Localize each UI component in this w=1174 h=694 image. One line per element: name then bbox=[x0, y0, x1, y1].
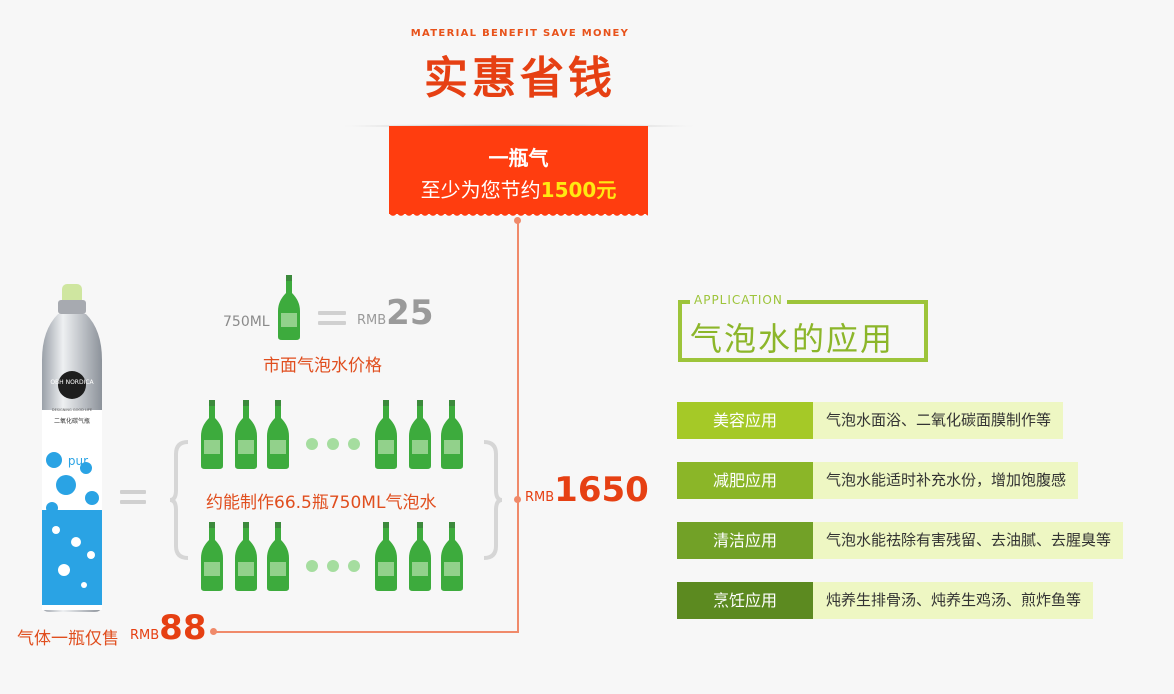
market-price: RMB25 bbox=[357, 293, 434, 333]
connector-horizontal bbox=[213, 631, 519, 633]
banner-scalloped-edge bbox=[389, 212, 648, 220]
gas-currency: RMB bbox=[130, 628, 160, 643]
section-subtitle: MATERIAL BENEFIT SAVE MONEY bbox=[410, 28, 630, 39]
connector-vertical bbox=[517, 220, 519, 632]
total-value: RMB1650 bbox=[525, 470, 649, 510]
application-desc: 炖养生排骨汤、炖养生鸡汤、煎炸鱼等 bbox=[813, 582, 1094, 619]
cylinder-tagline: DESIGNING GOOD LIFE bbox=[52, 408, 92, 412]
equals-sign bbox=[318, 311, 346, 331]
bottle-icon bbox=[278, 275, 300, 340]
market-price-label: 市面气泡水价格 bbox=[263, 356, 382, 376]
cylinder-product-name: 二氧化碳气瓶 bbox=[54, 417, 90, 425]
application-tag: 减肥应用 bbox=[677, 462, 813, 499]
section-title: 实惠省钱 bbox=[424, 53, 616, 104]
banner-line-1: 一瓶气 bbox=[488, 146, 549, 170]
market-currency: RMB bbox=[357, 313, 387, 328]
gas-price: RMB88 bbox=[130, 608, 207, 648]
application-desc: 气泡水能祛除有害残留、去油腻、去腥臭等 bbox=[813, 522, 1124, 559]
connector-dot-bottom bbox=[210, 628, 217, 635]
equals-sign-large bbox=[120, 490, 146, 510]
banner-savings-amount: 1500元 bbox=[540, 178, 617, 202]
gas-price-label: 气体一瓶仅售 bbox=[17, 629, 119, 649]
connector-dot-top bbox=[514, 217, 521, 224]
bottle-row-bottom bbox=[201, 522, 463, 591]
market-volume: 750ML bbox=[223, 314, 270, 330]
right-brace-icon bbox=[483, 440, 503, 560]
cylinder-word: pur bbox=[68, 454, 88, 468]
application-desc: 气泡水面浴、二氧化碳面膜制作等 bbox=[813, 402, 1064, 439]
application-tag: 美容应用 bbox=[677, 402, 813, 439]
bottles-made-label: 约能制作66.5瓶750ML气泡水 bbox=[206, 493, 437, 513]
cylinder-brand: OBH NORDICA bbox=[50, 379, 94, 386]
bottle-row-top bbox=[201, 400, 463, 469]
application-title-box bbox=[678, 300, 928, 362]
banner-line-2: 至少为您节约1500元 bbox=[389, 174, 648, 203]
left-brace-icon bbox=[169, 440, 189, 560]
savings-banner: 一瓶气 至少为您节约1500元 bbox=[389, 126, 648, 214]
gas-price-value: 88 bbox=[159, 608, 207, 648]
application-label-en: APPLICATION bbox=[690, 293, 787, 307]
application-desc: 气泡水能适时补充水份，增加饱腹感 bbox=[813, 462, 1079, 499]
application-title: 气泡水的应用 bbox=[690, 320, 895, 358]
banner-line-2-text: 至少为您节约 bbox=[420, 178, 541, 202]
total-currency: RMB bbox=[525, 490, 555, 505]
co2-cylinder-image: OBH NORDICA DESIGNING GOOD LIFE 二氧化碳气瓶 p… bbox=[42, 284, 102, 612]
total-value-number: 1650 bbox=[554, 470, 649, 510]
market-price-value: 25 bbox=[386, 293, 434, 333]
connector-dot-middle bbox=[514, 496, 521, 503]
application-tag: 清洁应用 bbox=[677, 522, 813, 559]
application-tag: 烹饪应用 bbox=[677, 582, 813, 619]
